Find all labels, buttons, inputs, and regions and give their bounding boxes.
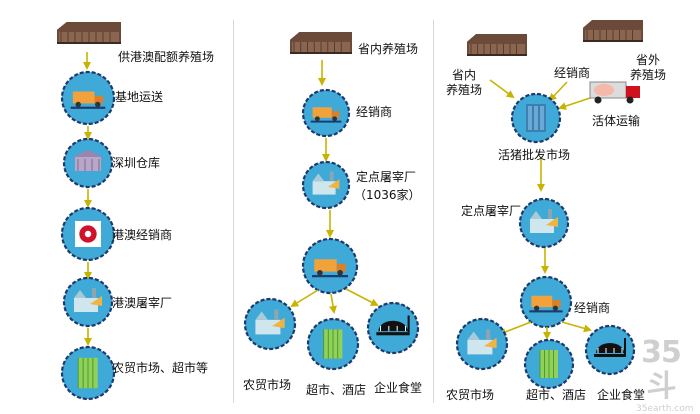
col2-farm-icon	[290, 32, 352, 54]
col3-farm-in-icon	[467, 34, 527, 56]
col3-wholesale-label: 活猪批发市场	[498, 148, 571, 162]
col1-market-label: 农贸市场、超市等	[112, 361, 209, 375]
diagram-canvas	[57, 20, 643, 401]
watermark-logo: 35斗	[641, 335, 682, 404]
watermark-url: 35earth.com	[636, 404, 694, 414]
col2-slaughter-count: （1036家）	[354, 188, 421, 202]
col3-outlet-market-node	[455, 317, 509, 371]
col3-outlet-canteen-node	[584, 324, 636, 376]
col3-slaughter-label: 定点屠宰厂	[461, 204, 522, 218]
col1-transport-label: 基地运送	[115, 90, 164, 104]
col1-market-node	[60, 345, 116, 401]
col3-outlet-market-label: 农贸市场	[446, 388, 495, 402]
column-divider-1	[233, 20, 234, 403]
col1-warehouse-label: 深圳仓库	[112, 156, 161, 170]
col2-farm-label: 省内养殖场	[358, 42, 419, 56]
col2-dealer-label: 经销商	[356, 105, 393, 119]
col3-outlet-hotel-label: 超市、酒店	[526, 388, 587, 402]
col3-farm-in-label-1: 省内	[452, 68, 477, 82]
col3-farm-in-label-2: 养殖场	[446, 83, 483, 97]
col2-hub-node	[301, 237, 359, 295]
col3-wholesale-node	[510, 92, 562, 144]
col3-live-transport-label: 活体运输	[592, 114, 641, 128]
col1-farm-icon	[57, 22, 121, 44]
col1-farm-label: 供港澳配额养殖场	[118, 50, 215, 64]
col1-warehouse-node	[62, 137, 114, 189]
col3-outlet-canteen-label: 企业食堂	[597, 388, 646, 402]
col2-slaughter-node	[301, 160, 351, 210]
col3-arrow-farm-in	[489, 79, 515, 99]
col3-dealer-top-label: 经销商	[554, 66, 591, 80]
col2-arrow-hotel	[329, 293, 337, 314]
watermark: 35斗 35earth.com	[636, 335, 694, 414]
col3-farm-out-label-1: 省外	[636, 53, 661, 67]
col2-outlet-market-node	[243, 297, 297, 351]
col2-outlet-hotel-label: 超市、酒店	[306, 383, 367, 397]
col1-transport-node	[60, 70, 116, 126]
col1-dealer-node	[60, 206, 116, 262]
col2-outlet-market-label: 农贸市场	[243, 378, 292, 392]
col3-arrow-outlet-canteen	[561, 321, 592, 333]
col2-outlet-hotel-node	[306, 317, 360, 371]
col2-arrow-canteen	[345, 288, 379, 306]
col3-dealer-node	[519, 275, 573, 329]
col2-dealer-node	[301, 88, 351, 138]
col3-dealer-label: 经销商	[574, 301, 611, 315]
col2-outlet-canteen-label: 企业食堂	[374, 381, 423, 395]
col3-farm-out-icon	[583, 20, 643, 42]
supply-chain-diagram: 供港澳配额养殖场 基地运送 深圳仓库 港澳经销商 港澳屠宰厂 农贸市场、超市等 …	[57, 20, 694, 414]
col3-arrow-dealer-top	[548, 81, 568, 102]
col1-slaughter-node	[62, 276, 114, 328]
col3-live-transport-icon	[589, 81, 640, 104]
col1-slaughter-label: 港澳屠宰厂	[112, 296, 173, 310]
col2-slaughter-label: 定点屠宰厂	[356, 170, 417, 184]
col3-slaughter-node	[518, 197, 570, 249]
col2-outlet-canteen-node	[366, 301, 420, 355]
col2-arrow-market	[290, 289, 319, 308]
column-divider-2	[433, 20, 434, 403]
col3-farm-out-label-2: 养殖场	[630, 68, 667, 82]
col1-dealer-label: 港澳经销商	[112, 228, 173, 242]
col3-outlet-hotel-node	[523, 338, 575, 390]
